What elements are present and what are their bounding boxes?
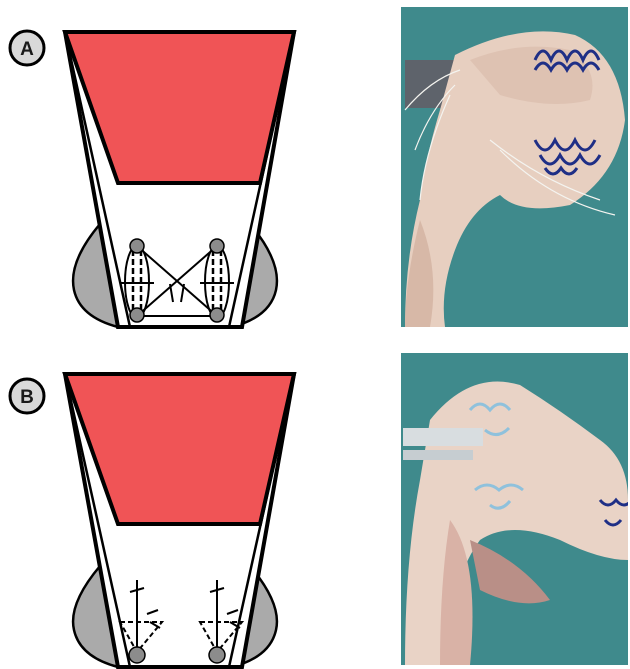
anchor-right xyxy=(209,647,225,663)
schematic-a xyxy=(65,32,294,327)
panel-b: B xyxy=(10,353,630,667)
panel-label-text: A xyxy=(20,39,34,60)
panel-a: A xyxy=(10,7,628,327)
drill-sleeve-shadow xyxy=(403,450,473,460)
specimen-photo-b xyxy=(401,353,630,665)
specimen-photo-a xyxy=(401,7,628,327)
panel-label-text: B xyxy=(20,387,34,408)
knot-top-right xyxy=(210,239,224,253)
knot-top-left xyxy=(130,239,144,253)
schematic-b xyxy=(65,374,294,667)
knot-bottom-right xyxy=(210,308,224,322)
panel-b-label: B xyxy=(10,379,44,413)
anchor-left xyxy=(129,647,145,663)
panel-a-label: A xyxy=(10,31,44,65)
drill-sleeve xyxy=(403,428,483,446)
knot-bottom-left xyxy=(130,308,144,322)
